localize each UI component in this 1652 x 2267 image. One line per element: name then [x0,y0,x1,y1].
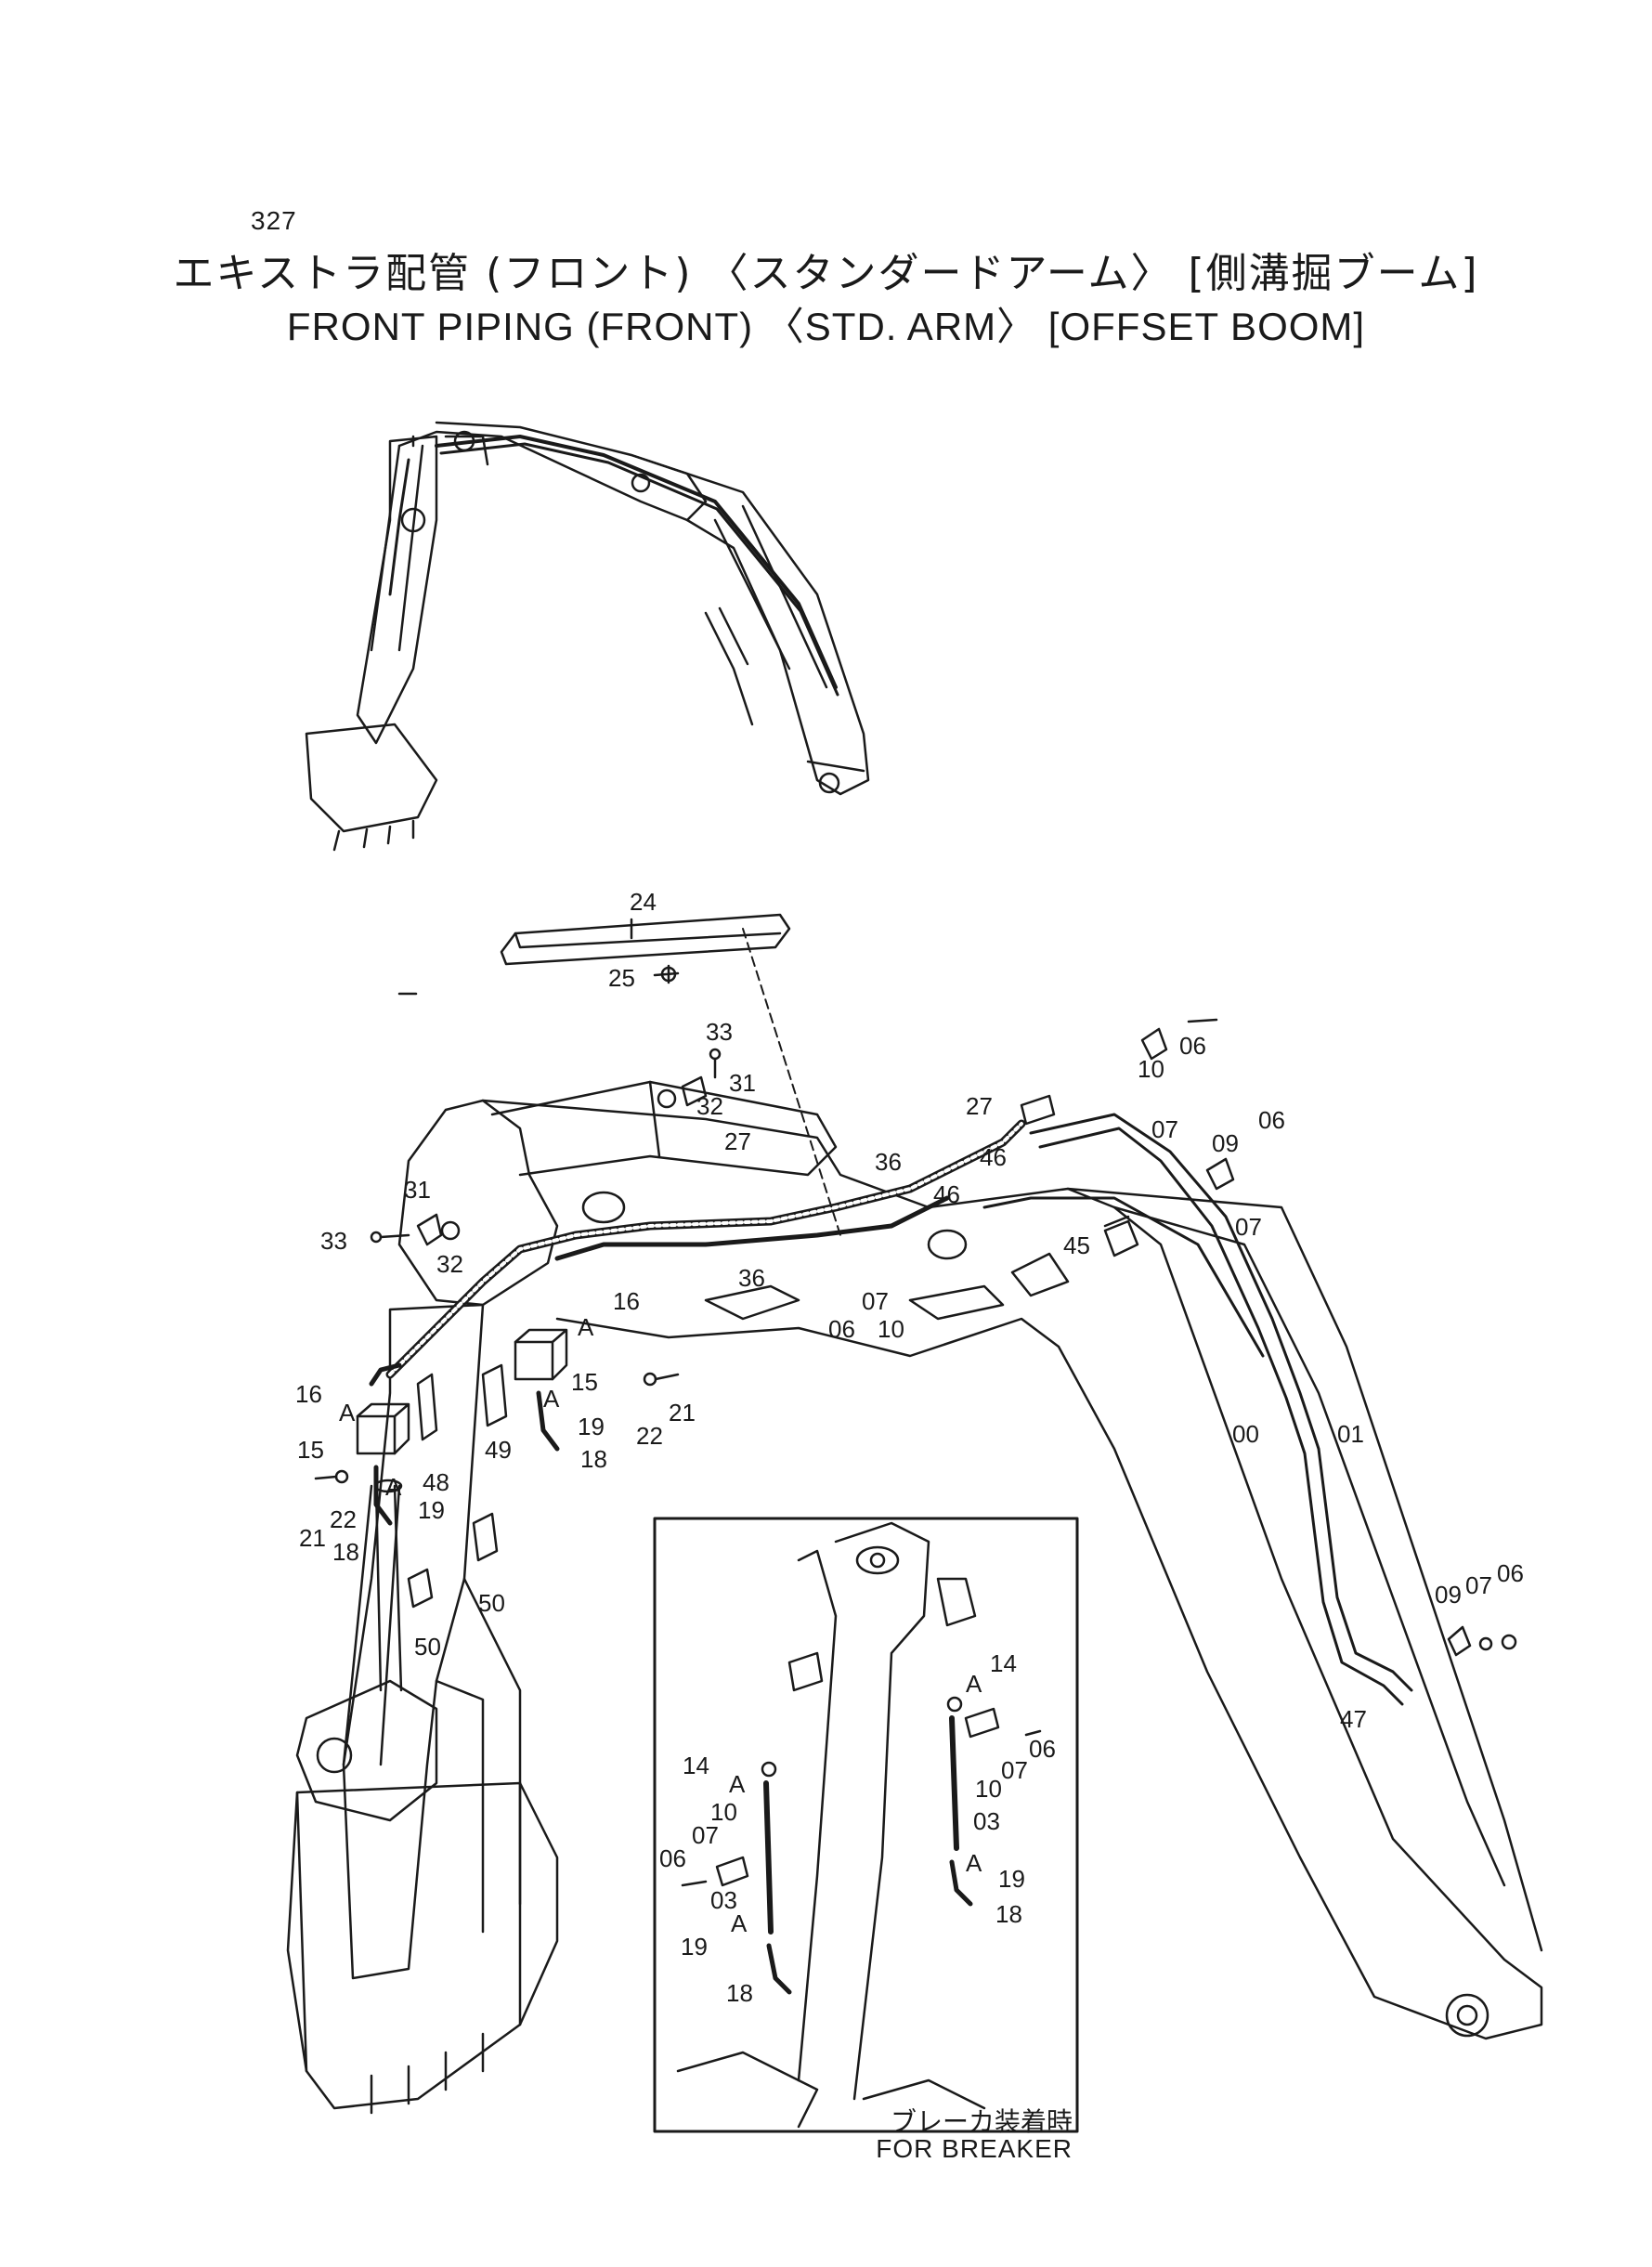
page-number: 327 [251,206,297,235]
callout-50: 50 [478,1589,505,1617]
callout-19: 19 [998,1865,1025,1893]
title-japanese: エキストラ配管 (フロント) 〈スタンダードアーム〉 [側溝掘ブーム] [173,250,1479,297]
callout-07: 07 [862,1287,889,1315]
callout-19: 19 [681,1933,708,1961]
callout-31: 31 [404,1176,431,1204]
callout-06: 06 [1179,1032,1206,1060]
callout-06: 06 [1258,1106,1285,1134]
callout-31: 31 [729,1069,756,1097]
callout-10: 10 [1138,1055,1164,1083]
callout-03: 03 [710,1886,737,1914]
callout-A: A [339,1399,356,1427]
callout-32: 32 [436,1250,463,1278]
callout-09: 09 [1435,1581,1462,1609]
callout-18: 18 [726,1979,753,2007]
callout-A: A [731,1909,748,1937]
callout-labels: 24 25 33 31 32 27 36 10 06 07 46 06 09 0… [295,888,1524,2007]
inset-note-english: FOR BREAKER [876,2134,1073,2163]
callout-33: 33 [706,1018,733,1046]
callout-21: 21 [299,1524,326,1552]
callout-16: 16 [295,1380,322,1408]
callout-01: 01 [1337,1420,1364,1448]
callout-07: 07 [1235,1213,1262,1241]
callout-09: 09 [1212,1129,1239,1157]
callout-22: 22 [330,1505,357,1533]
callout-06: 06 [659,1844,686,1872]
callout-18: 18 [580,1445,607,1473]
callout-15: 15 [571,1368,598,1396]
callout-16: 16 [613,1287,640,1315]
callout-46: 46 [933,1180,960,1208]
callout-32: 32 [696,1092,723,1120]
callout-A: A [729,1770,746,1798]
callout-18: 18 [995,1900,1022,1928]
callout-19: 19 [418,1496,445,1524]
callout-14: 14 [683,1752,709,1779]
callout-A: A [966,1670,982,1698]
callout-19: 19 [578,1413,605,1440]
callout-27: 27 [724,1127,751,1155]
callout-50: 50 [414,1633,441,1661]
callout-A: A [543,1385,560,1413]
callout-03: 03 [973,1807,1000,1835]
main-illustration [286,913,1543,2115]
callout-10: 10 [710,1798,737,1826]
callout-48: 48 [423,1468,449,1496]
callout-07: 07 [1465,1571,1492,1599]
callout-A: A [385,1473,402,1501]
callout-14: 14 [990,1649,1017,1677]
title-english: FRONT PIPING (FRONT) 〈STD. ARM〉 [OFFSET … [286,305,1366,348]
inset-frame [653,1517,1079,2133]
inset-illustration [676,1521,1042,2129]
callout-36: 36 [875,1148,902,1176]
callout-47: 47 [1340,1705,1367,1733]
callout-07: 07 [1151,1115,1178,1143]
callout-25: 25 [608,964,635,992]
callout-27: 27 [966,1092,993,1120]
callout-45: 45 [1063,1231,1090,1259]
callout-10: 10 [975,1775,1002,1803]
callout-36: 36 [738,1264,765,1292]
callout-A: A [966,1849,982,1877]
callout-10: 10 [878,1315,904,1343]
callout-07: 07 [692,1821,719,1849]
callout-21: 21 [669,1399,696,1427]
callout-07: 07 [1001,1756,1028,1784]
callout-49: 49 [485,1436,512,1464]
callout-46: 46 [980,1143,1007,1171]
callout-33: 33 [320,1227,347,1255]
callout-18: 18 [332,1538,359,1566]
inset-note-japanese: ブレーカ装着時 [890,2106,1073,2137]
callout-15: 15 [297,1436,324,1464]
overview-illustration [305,421,870,852]
callout-A: A [578,1313,594,1341]
callout-24: 24 [630,888,657,916]
callout-06: 06 [1029,1735,1056,1763]
callout-06: 06 [1497,1559,1524,1587]
callout-22: 22 [636,1422,663,1450]
callout-00: 00 [1232,1420,1259,1448]
callout-06: 06 [828,1315,855,1343]
